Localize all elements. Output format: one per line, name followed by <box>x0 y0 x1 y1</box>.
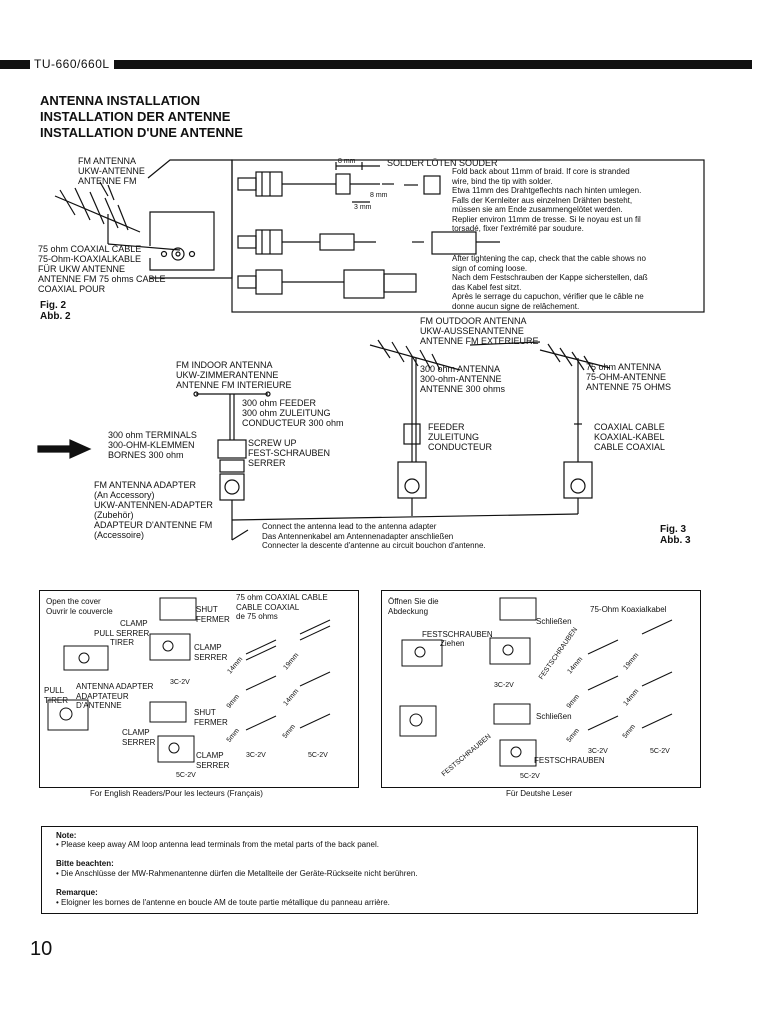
model-label: TU-660/660L <box>30 56 114 72</box>
de-fest: FESTSCHRAUBEN <box>422 630 493 639</box>
en-caption: For English Readers/Pour les lecteurs (F… <box>90 789 263 798</box>
note-text-en: • Please keep away AM loop antenna lead … <box>56 840 379 849</box>
panel-de <box>381 590 701 788</box>
en-5c-b: 5C-2V <box>176 772 196 779</box>
header-bar <box>0 60 752 69</box>
note-text-fr: • Eloigner les bornes de l'antenne en bo… <box>56 898 390 907</box>
page-number: 10 <box>30 938 53 960</box>
title-fr: INSTALLATION D'UNE ANTENNE <box>40 125 243 140</box>
note-heading-de: Bitte beachten: <box>56 859 114 868</box>
de-caption: Für Deutshe Leser <box>506 789 573 798</box>
solder-text: Fold back about 11mm of braid. If core i… <box>452 167 642 233</box>
en-pull-serrer: PULL SERRER <box>94 629 150 638</box>
note-text-de: • Die Anschlüsse der MW-Rahmenantenne dü… <box>56 869 418 878</box>
title-en: ANTENNA INSTALLATION <box>40 93 201 108</box>
en-5c-a: 5C-2V <box>308 752 328 759</box>
de-3c-b: 3C-2V <box>588 748 608 755</box>
dim-8mm-top: 8 mm <box>338 158 356 165</box>
de-3c-a: 3C-2V <box>494 682 514 689</box>
connect-text: Connect the antenna lead to the antenna … <box>262 522 486 550</box>
en-3c-b: 3C-2V <box>246 752 266 759</box>
dim-3mm: 3 mm <box>354 204 372 211</box>
title-de: INSTALLATION DER ANTENNE <box>40 109 231 124</box>
de-schliessen: Schließen <box>536 617 572 626</box>
adapter-label: FM ANTENNA ADAPTER(An Accessory)UKW-ANTE… <box>94 480 213 540</box>
note-heading-fr: Remarque: <box>56 888 98 897</box>
panel-en <box>39 590 359 788</box>
de-5c-b: 5C-2V <box>520 773 540 780</box>
de-coax: 75-Ohm Koaxialkabel <box>590 605 667 614</box>
note-heading-en: Note: <box>56 831 77 840</box>
cap-text: After tightening the cap, check that the… <box>452 254 648 311</box>
de-ziehen: Ziehen <box>440 639 465 648</box>
en-3c-a: 3C-2V <box>170 679 190 686</box>
note-box: Note: • Please keep away AM loop antenna… <box>41 826 698 914</box>
de-schliessen2: Schließen <box>536 712 572 721</box>
solder-header: SOLDER LÖTEN SOUDER <box>387 158 498 168</box>
de-5c-a: 5C-2V <box>650 748 670 755</box>
en-clamp: CLAMP <box>120 619 148 628</box>
dim-8mm: 8 mm <box>370 192 388 199</box>
en-tirer: TIRER <box>110 638 134 647</box>
de-fest2: FESTSCHRAUBEN <box>534 756 605 765</box>
